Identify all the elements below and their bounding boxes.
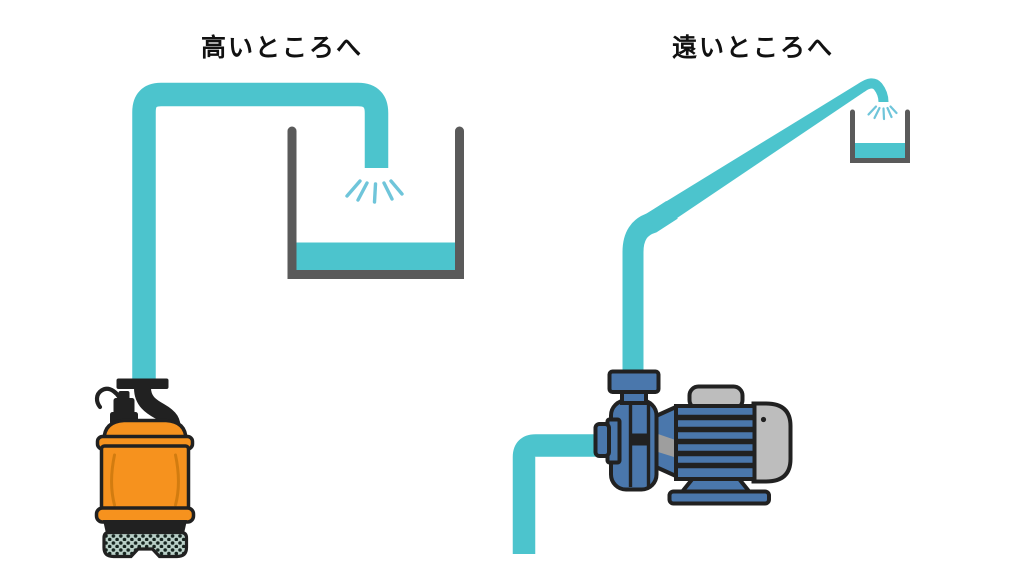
tank [850,109,910,163]
tank-water [296,242,455,270]
water-spray [867,105,898,121]
discharge-pipe-riser [622,200,678,384]
base-foot [667,489,771,506]
spray-line [356,181,369,202]
discharge-pipe-curl [858,78,889,103]
body-contour [174,453,180,507]
right-panel-title: 遠いところへ [671,34,834,62]
spray-line [345,179,362,198]
spray-line [886,106,893,119]
motor-fins [676,414,754,469]
body-contour [110,453,116,507]
spray-line [389,179,404,196]
spray-line [382,181,394,201]
pump-bottom-rim [94,506,196,524]
left-diagram [94,82,464,559]
motor-end-cap [751,401,793,484]
cable-gland [113,398,135,415]
spray-line [889,105,898,115]
volute-band [630,433,649,446]
end-cap-bolt [760,416,767,423]
coupling-shaft [658,434,674,457]
discharge-flange [607,369,661,394]
strainer [102,530,189,559]
suction-pipe [512,434,600,554]
tank-water [855,143,905,158]
centrifugal-pump [593,369,793,506]
right-diagram [512,78,910,554]
tank [287,126,464,279]
water-spray [345,179,404,204]
outlet-flange [116,378,169,389]
left-panel-title: 高いところへ [200,34,363,62]
discharge-pipe [132,82,389,384]
spray-line [372,182,378,204]
inlet-flange [593,422,611,458]
spray-line [882,107,886,121]
spray-line [867,105,878,116]
discharge-pipe-diagonal [645,81,867,232]
spray-line [873,106,881,120]
submersible-pump [94,378,196,559]
